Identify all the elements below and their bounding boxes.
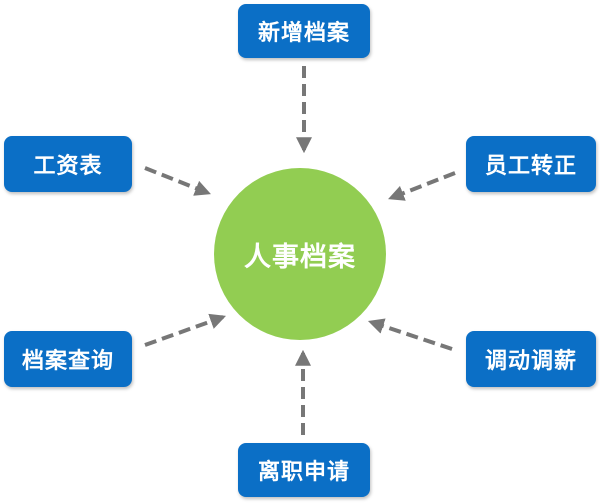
arrow-left-upper	[144, 166, 211, 196]
arrow-right-lower	[367, 318, 453, 351]
node-transfer-salary-adjust: 调动调薪	[466, 331, 596, 387]
arrow-left-lower	[144, 313, 227, 347]
node-record-query: 档案查询	[4, 331, 132, 387]
node-payroll: 工资表	[4, 136, 132, 192]
node-probation-confirmation: 员工转正	[466, 136, 596, 192]
node-add-record: 新增档案	[238, 4, 370, 58]
arrow-right-upper	[388, 171, 456, 201]
center-node-hr-records: 人事档案	[214, 168, 386, 340]
node-resignation-request: 离职申请	[238, 443, 370, 497]
